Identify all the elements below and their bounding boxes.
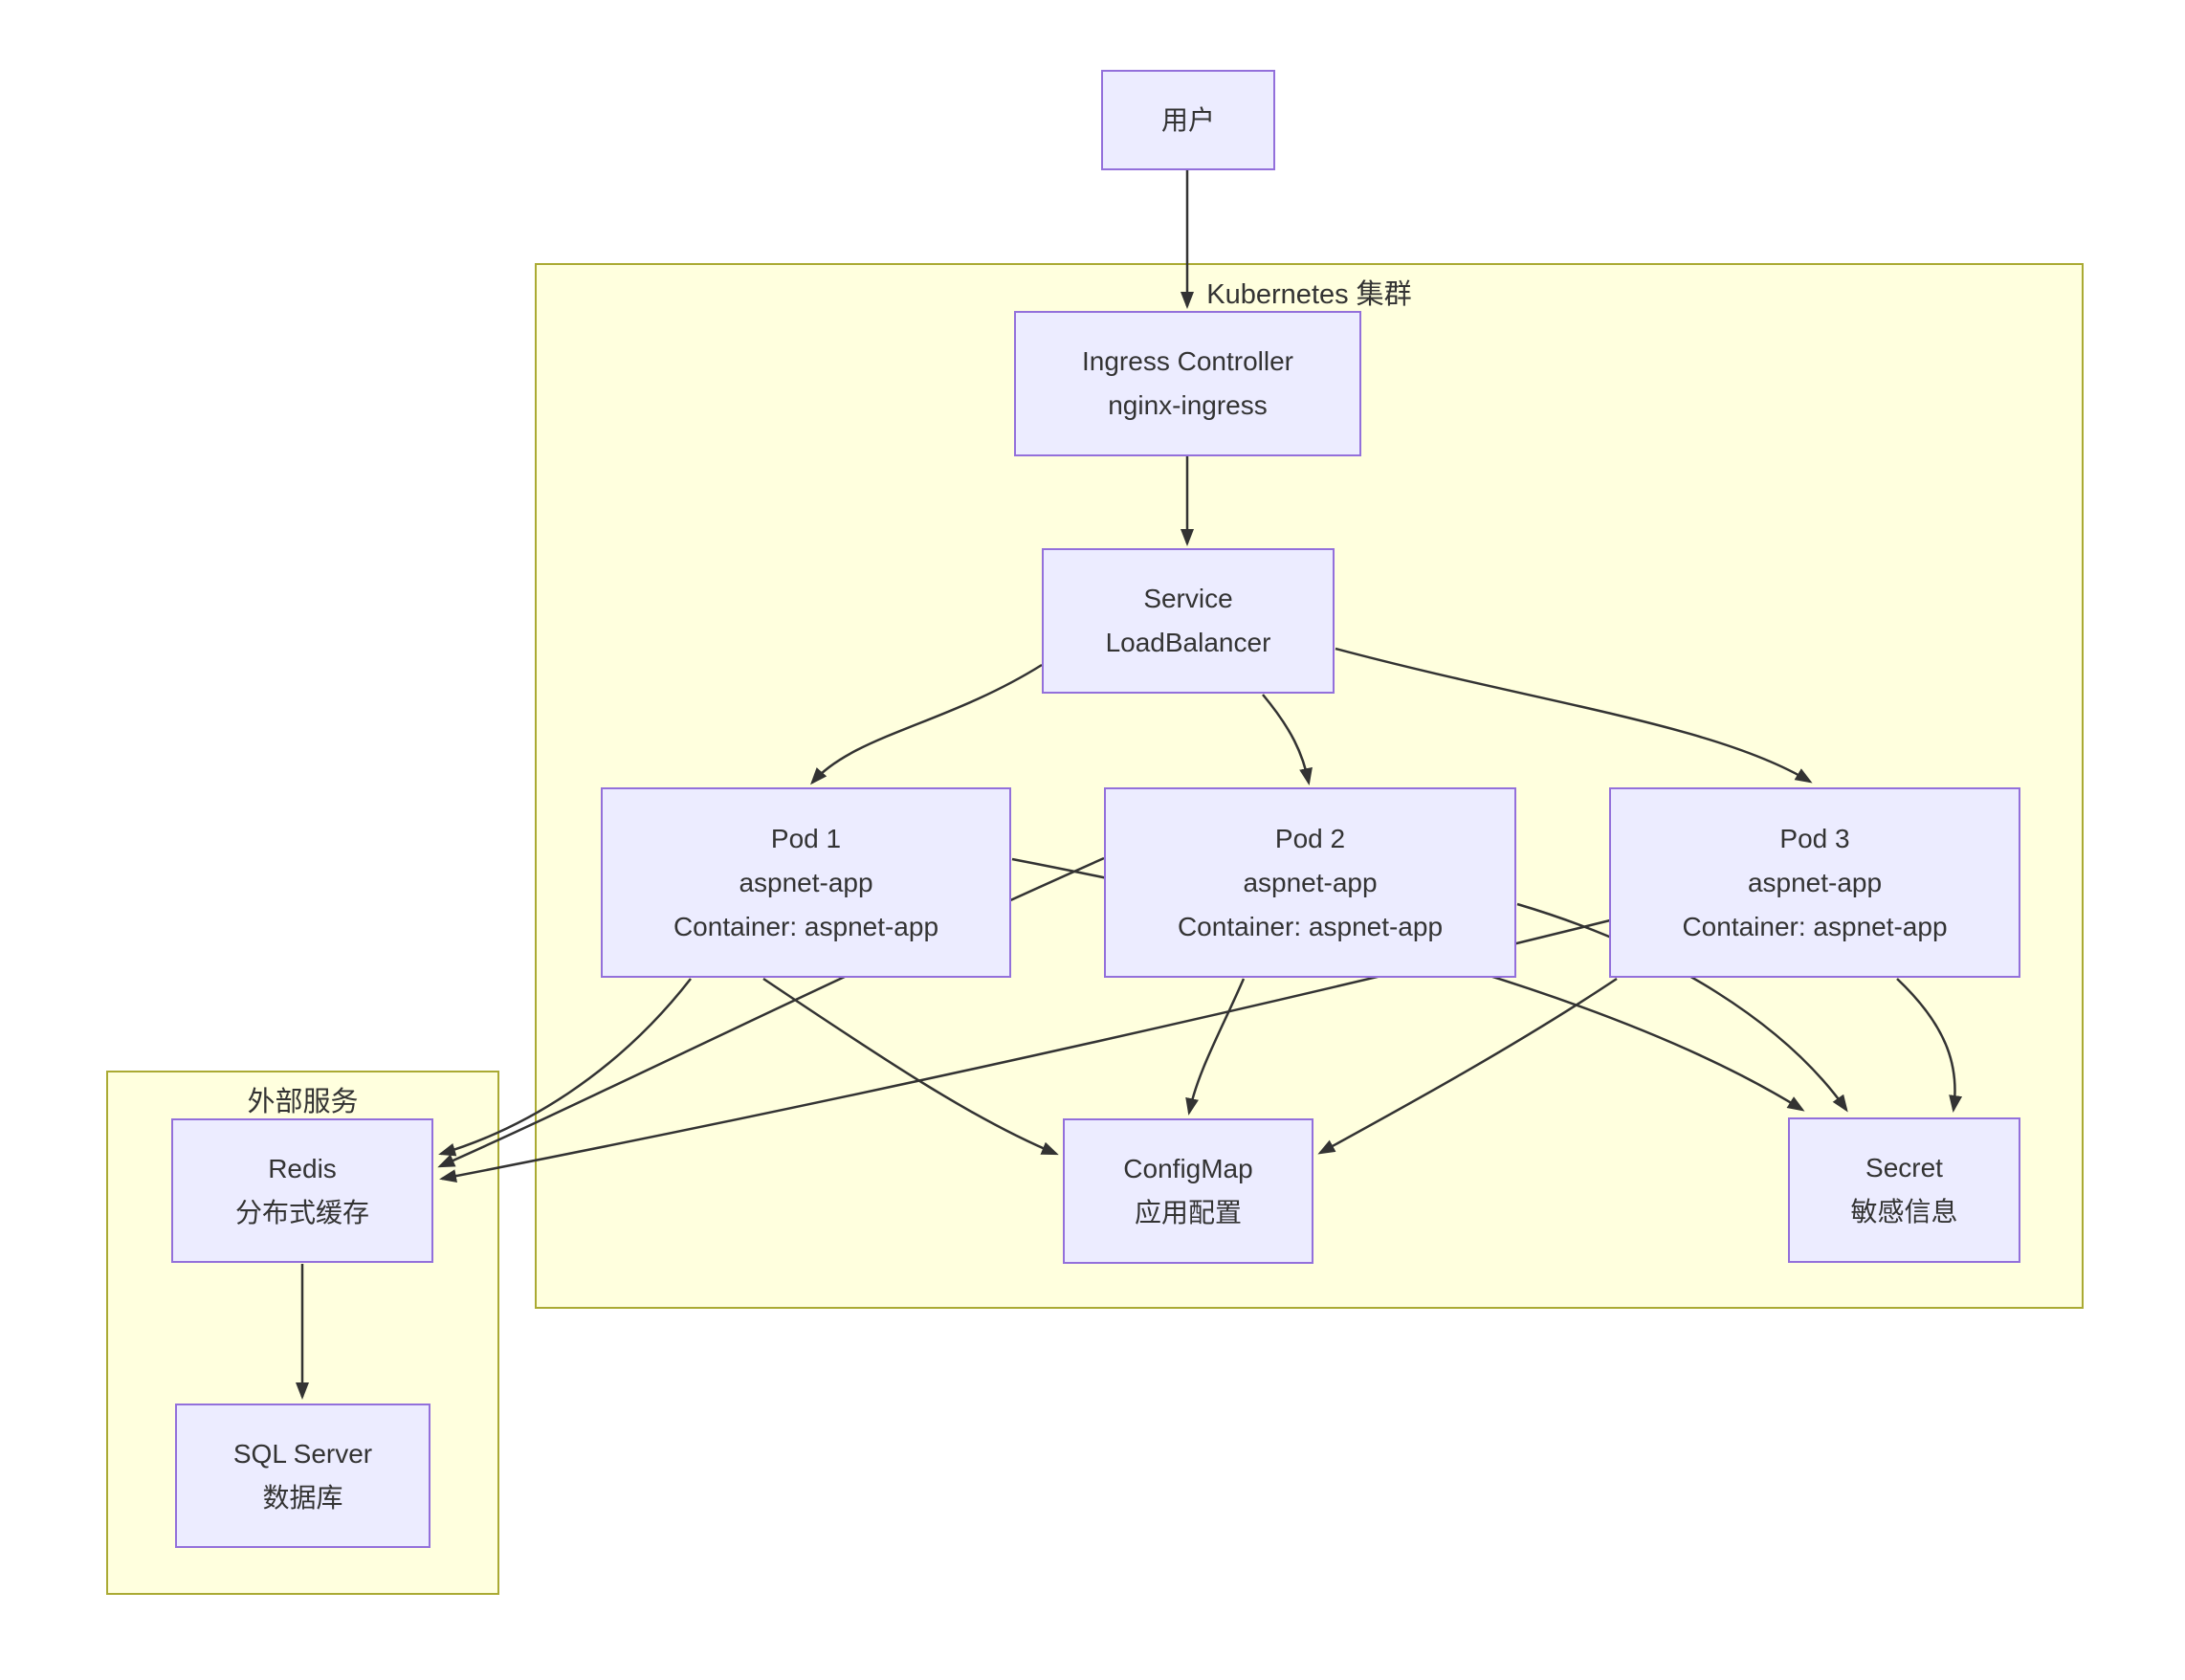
edge-service-to-pod3	[1335, 647, 1813, 784]
node-pod3-label-line: Container: aspnet-app	[1682, 911, 1948, 941]
node-ingress: Ingress Controller nginx-ingress	[1014, 311, 1361, 456]
node-redis: Redis 分布式缓存	[171, 1118, 433, 1263]
node-sql-label-line: SQL Server	[232, 1438, 373, 1469]
edge-pod2-to-configmap	[1185, 978, 1246, 1116]
node-sql-label-line: 数据库	[262, 1482, 343, 1513]
node-pod3-label-line: aspnet-app	[1747, 867, 1883, 897]
node-configmap-label-line: 应用配置	[1134, 1198, 1242, 1227]
node-ingress-label-line: nginx-ingress	[1108, 390, 1268, 420]
node-pod1-label-line: Pod 1	[770, 823, 842, 853]
node-secret-label-line: Secret	[1865, 1153, 1943, 1183]
node-secret-label-line: 敏感信息	[1850, 1197, 1958, 1227]
node-service-label-line: LoadBalancer	[1105, 628, 1271, 657]
node-ingress-label-line: Ingress Controller	[1082, 346, 1293, 376]
node-user: 用户	[1101, 70, 1275, 170]
edge-pod1-to-configmap	[762, 977, 1059, 1156]
edge-pod3-to-configmap	[1317, 977, 1618, 1155]
node-redis-label-line: Redis	[268, 1153, 337, 1183]
node-configmap: ConfigMap 应用配置	[1063, 1118, 1313, 1264]
node-pod2-label-line: Container: aspnet-app	[1177, 911, 1444, 941]
node-secret: Secret 敏感信息	[1788, 1117, 2020, 1263]
node-pod1-label-line: Container: aspnet-app	[673, 911, 939, 941]
node-pod2-label-line: Pod 2	[1274, 823, 1346, 853]
edge-pod2-to-secret	[1516, 902, 1848, 1113]
cluster-label-k8s: Kubernetes 集群	[1206, 279, 1412, 310]
edge-service-to-pod1	[810, 663, 1043, 785]
node-pod3-label-line: Pod 3	[1779, 823, 1850, 853]
node-service-label-line: Service	[1143, 584, 1233, 613]
node-sql: SQL Server 数据库	[175, 1404, 430, 1548]
edge-pod1-to-redis	[438, 978, 692, 1157]
edge-service-to-pod2	[1262, 694, 1313, 785]
node-redis-label-line: 分布式缓存	[234, 1197, 369, 1227]
node-pod1-label-line: aspnet-app	[739, 867, 873, 897]
node-user-label-line: 用户	[1160, 104, 1215, 135]
node-configmap-label-line: ConfigMap	[1123, 1154, 1253, 1183]
cluster-label-external: 外部服务	[247, 1087, 359, 1117]
edge-pod3-to-secret	[1896, 978, 1963, 1113]
node-pod2-label-line: aspnet-app	[1243, 867, 1378, 897]
